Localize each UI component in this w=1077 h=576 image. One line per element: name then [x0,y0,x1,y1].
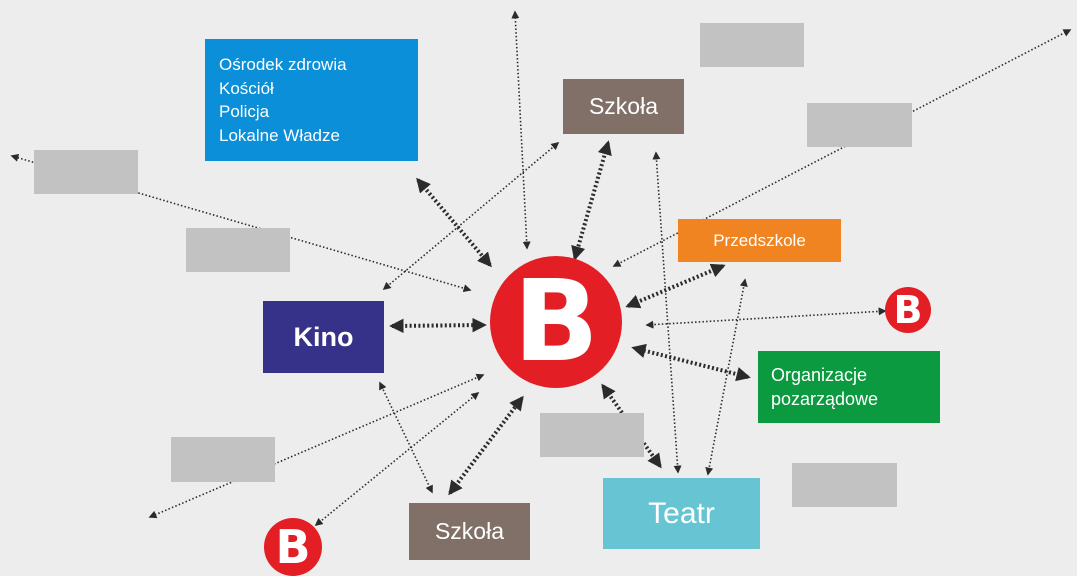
node-cinema-label: Kino [293,321,354,352]
link-center-to-badge-right [645,307,887,329]
link-school-bottom-to-center [448,395,524,496]
placeholder-box [186,228,290,272]
placeholder-box [34,150,138,194]
link-kindergarten-to-center [625,263,726,309]
node-cinema: Kino [263,301,384,373]
institution-church: Kościół [219,78,274,98]
library-badge-right: B [885,287,931,333]
library-badge-bottom: B [264,518,322,576]
library-logo-center: B [490,256,622,388]
institution-health-centre: Ośrodek zdrowia [219,55,347,74]
link-kindergarten-to-theatre [705,278,748,476]
link-ngo-to-center [631,343,751,382]
link-center-to-top [511,10,531,250]
library-badge-bottom-letter: B [275,520,311,574]
library-badge-right-letter: B [893,288,923,332]
placeholder-box [700,23,804,67]
node-school-bottom: Szkoła [409,503,530,560]
institutions-box: Ośrodek zdrowia Kościół Policja Lokalne … [205,39,418,161]
node-kindergarten: Przedszkole [678,219,841,262]
placeholder-box [540,413,644,457]
node-school-top-label: Szkoła [588,93,659,119]
link-school-top-to-center [571,140,612,261]
node-school-bottom-label: Szkoła [434,518,505,544]
link-school-top-to-cinema [382,141,560,291]
node-ngo-label: Organizacje pozarządowe [771,365,879,409]
node-theatre: Teatr [603,478,760,549]
link-center-to-badge-bottom [314,391,480,527]
node-theatre-label: Teatr [648,496,715,530]
node-ngo: Organizacje pozarządowe [758,351,940,423]
placeholder-box [792,463,897,507]
library-logo-center-letter: B [513,257,599,387]
placeholder-box [171,437,275,482]
node-kindergarten-label: Przedszkole [713,230,806,250]
placeholder-box [807,103,912,147]
link-institutions-to-center [416,177,492,268]
link-school-top-to-theatre [652,151,682,474]
link-cinema-to-center [389,317,487,334]
institution-police: Policja [219,102,270,121]
institution-local-authorities: Lokalne Władze [219,125,340,145]
node-school-top: Szkoła [563,79,684,134]
